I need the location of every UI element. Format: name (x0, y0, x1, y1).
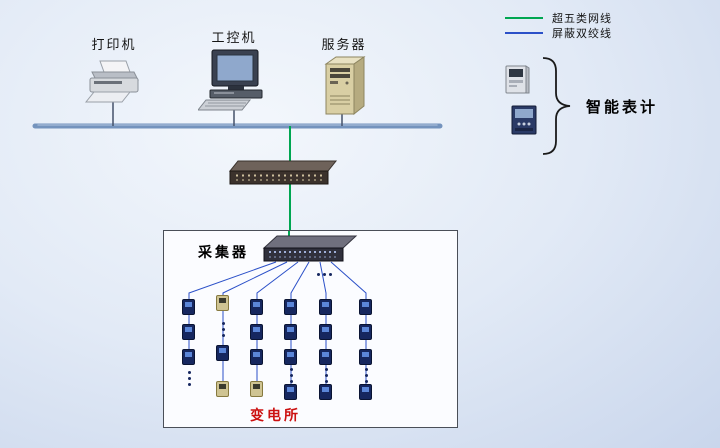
continuation-dots (325, 368, 328, 371)
meter-icon-blue (216, 345, 229, 361)
meter-icon-blue (359, 299, 372, 315)
legend-item-cat5e: 超五类网线 (505, 10, 612, 25)
smart-meter-icon-dark (511, 105, 537, 135)
legend-label-cat5e: 超五类网线 (552, 12, 612, 25)
meter-icon-blue (319, 324, 332, 340)
substation-label: 变电所 (250, 409, 301, 424)
network-switch-icon (228, 160, 338, 185)
legend: 超五类网线 屏蔽双绞线 (505, 10, 612, 40)
continuation-dots (365, 368, 368, 371)
meter-icon-blue (250, 299, 263, 315)
meter-icon-blue (284, 384, 297, 400)
continuation-dots (222, 322, 225, 325)
continuation-dots-horizontal (317, 273, 320, 276)
collector-label: 采集器 (198, 246, 249, 261)
cat5e-line-sample (505, 16, 543, 19)
continuation-dots (290, 368, 293, 371)
group-brace (542, 57, 571, 155)
meter-icon-blue (284, 349, 297, 365)
printer-icon (84, 60, 139, 103)
meter-icon-blue (182, 299, 195, 315)
legend-item-shielded-twisted-pair: 屏蔽双绞线 (505, 25, 612, 40)
shielded-twisted-pair-line-sample (505, 31, 543, 34)
meter-icon-blue (319, 299, 332, 315)
smart-meter-icon-light (505, 65, 530, 94)
meter-icon-blue (250, 324, 263, 340)
substation-box: 采集器 变电所 (163, 230, 458, 428)
meter-icon-tan (250, 381, 263, 397)
meter-icon-blue (359, 349, 372, 365)
legend-label-shielded-twisted-pair: 屏蔽双绞线 (552, 27, 612, 40)
meter-icon-tan (216, 295, 229, 311)
meter-grid-layer (164, 231, 457, 427)
server-icon (324, 56, 366, 116)
meter-icon-blue (284, 324, 297, 340)
meter-icon-blue (319, 349, 332, 365)
printer-label: 打印机 (91, 37, 137, 52)
server-label: 服务器 (321, 37, 367, 52)
meter-icon-blue (250, 349, 263, 365)
meter-icon-blue (319, 384, 332, 400)
meter-icon-blue (359, 324, 372, 340)
meter-icon-blue (182, 349, 195, 365)
meter-icon-blue (284, 299, 297, 315)
meter-icon-blue (359, 384, 372, 400)
meter-icon-blue (182, 324, 195, 340)
industrial-pc-label: 工控机 (211, 30, 257, 45)
smart-meter-group-label: 智能表计 (586, 100, 659, 116)
collector-icon (262, 235, 358, 262)
industrial-pc-icon (198, 49, 263, 111)
meter-icon-tan (216, 381, 229, 397)
continuation-dots (188, 371, 191, 374)
